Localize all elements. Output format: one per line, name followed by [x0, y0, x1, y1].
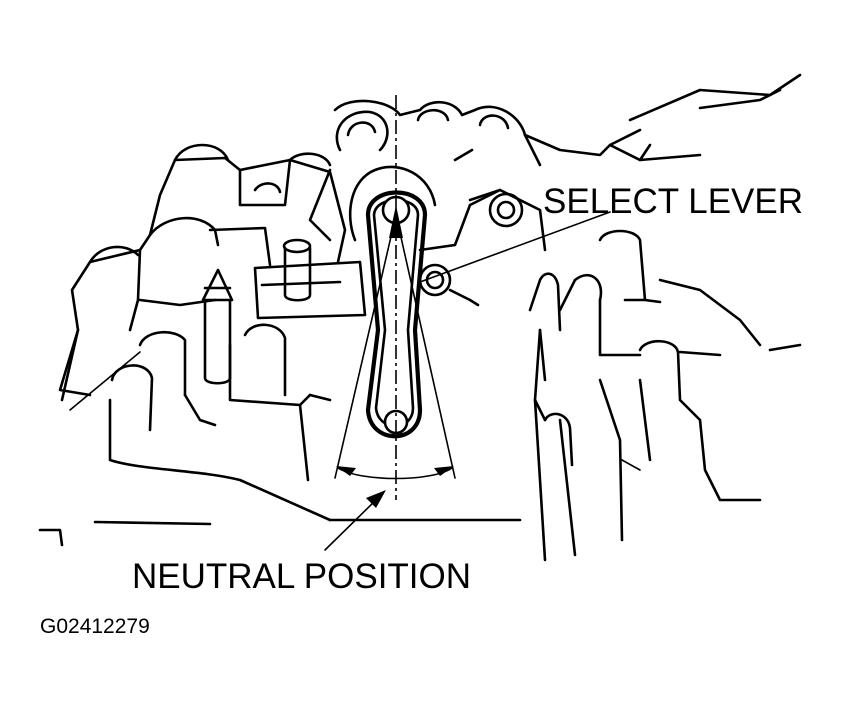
leader-lines — [324, 211, 611, 551]
upper-plate — [308, 73, 802, 242]
lower-edges — [38, 393, 522, 547]
right-housing — [468, 188, 802, 562]
neutral-position-label: NEUTRAL POSITION — [132, 557, 472, 596]
select-lever-label: SELECT LEVER — [543, 182, 804, 221]
left-housing — [58, 143, 347, 522]
figure-code-label: G02412279 — [40, 615, 150, 638]
neutral-indicator — [334, 95, 456, 500]
pin-posts — [201, 238, 367, 385]
